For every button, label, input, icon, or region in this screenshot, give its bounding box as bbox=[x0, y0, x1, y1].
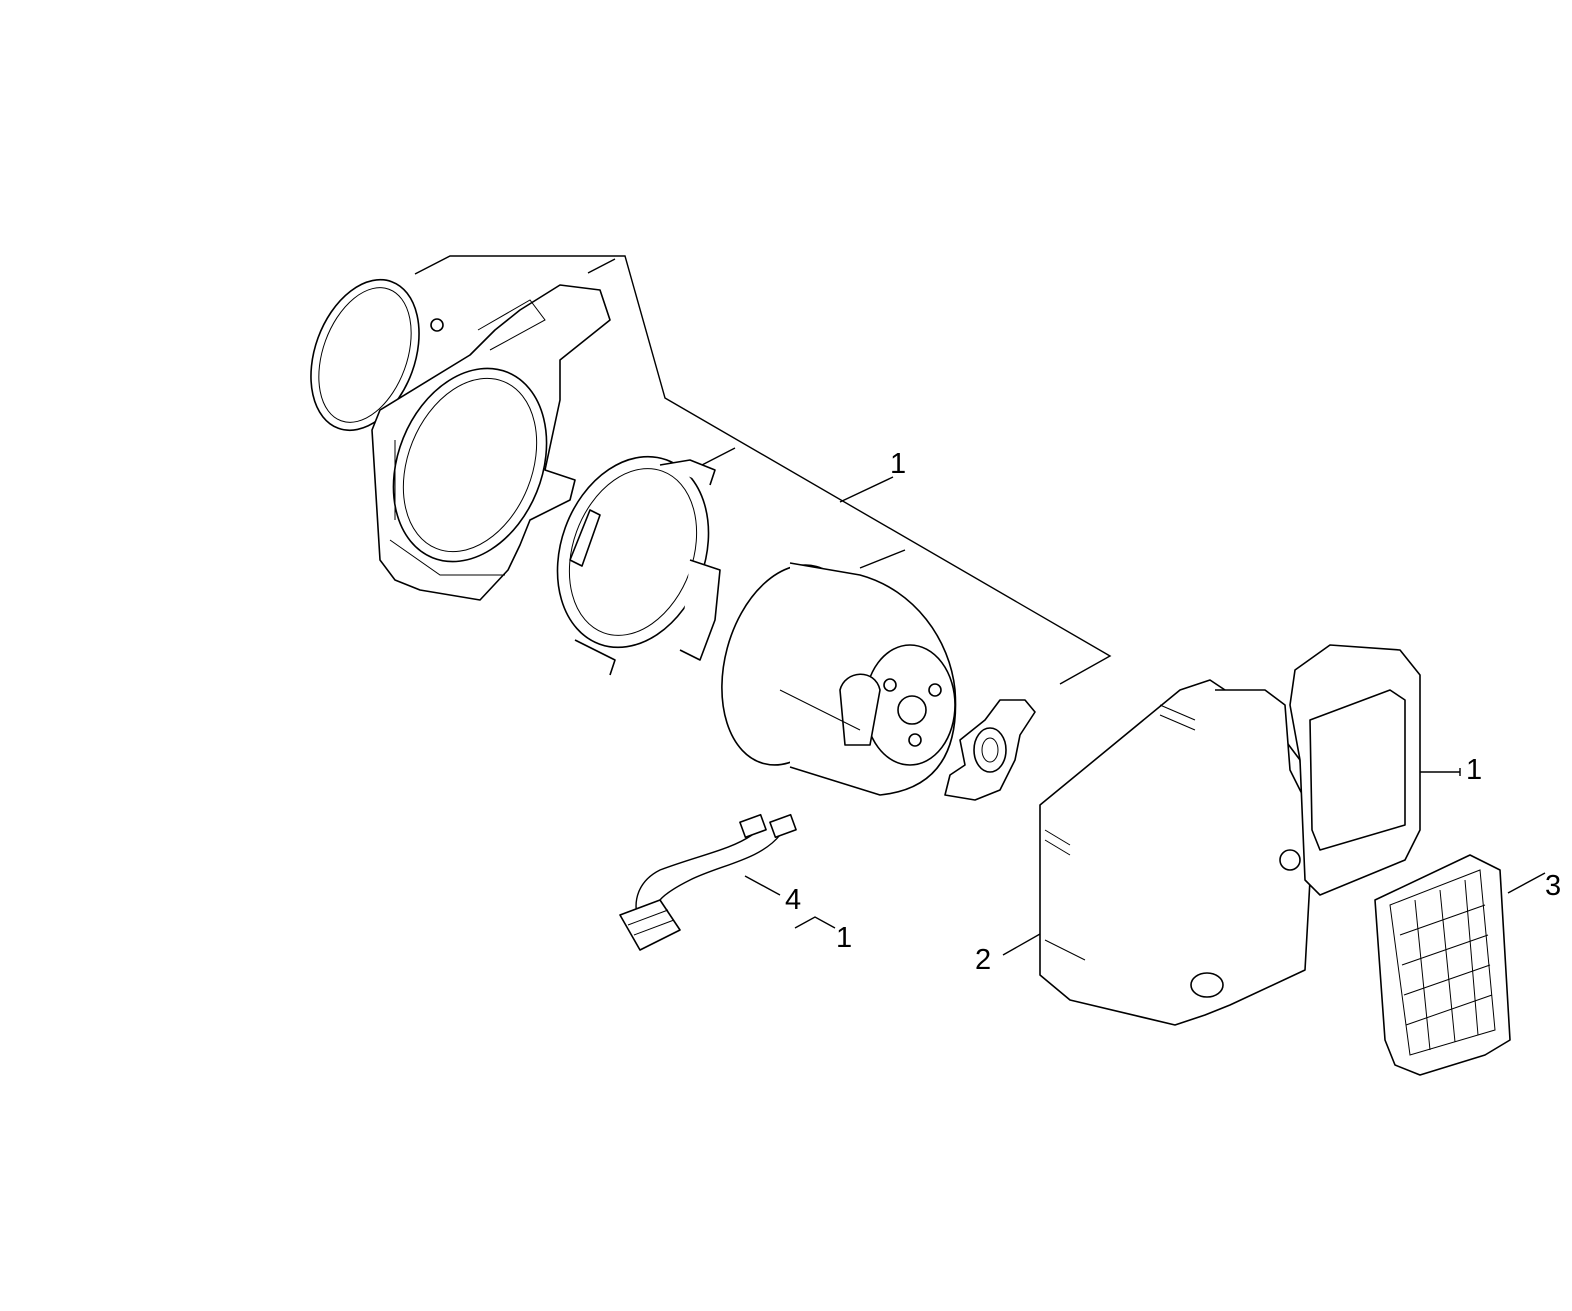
housing-cover bbox=[1039, 644, 1421, 1026]
callout-1-top: 1 bbox=[890, 448, 907, 480]
callout-3: 3 bbox=[1545, 870, 1562, 902]
callout-1-cable: 1 bbox=[836, 922, 853, 954]
callout-4: 4 bbox=[785, 884, 802, 916]
motor-unit bbox=[721, 562, 957, 796]
callout-2: 2 bbox=[975, 944, 992, 976]
housing-frame bbox=[371, 284, 611, 601]
seal-ring bbox=[310, 278, 444, 432]
fan-coupling bbox=[944, 699, 1036, 801]
cable-assembly bbox=[619, 813, 797, 951]
clamp-ring bbox=[556, 455, 721, 676]
filter-cartridge bbox=[1374, 854, 1511, 1076]
callout-1-right: 1 bbox=[1466, 754, 1483, 786]
